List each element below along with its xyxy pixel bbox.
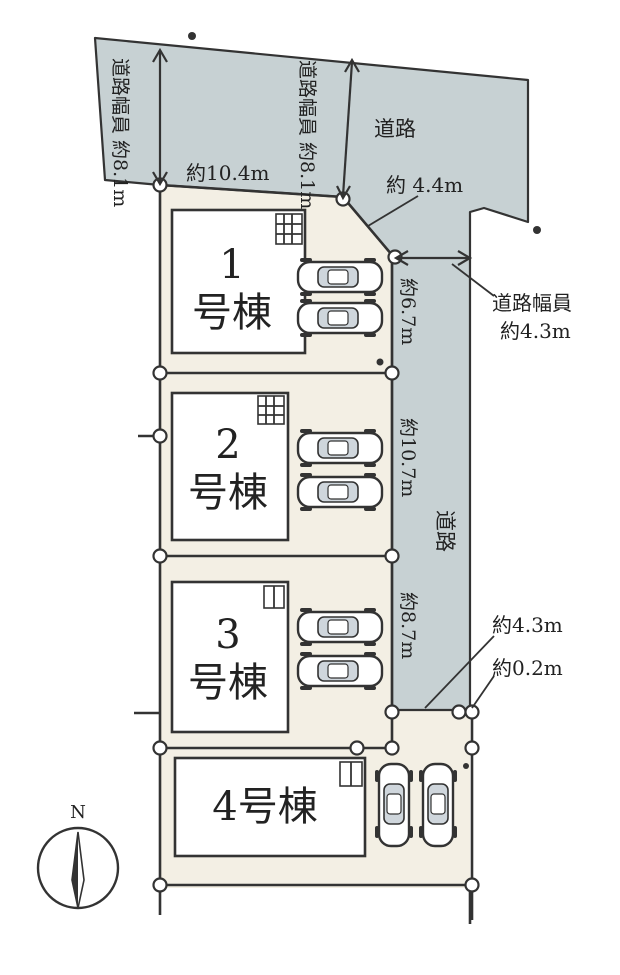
- house-2-number: 2: [215, 422, 240, 468]
- arrow-heads: [336, 57, 360, 201]
- meter-icon: [339, 761, 363, 787]
- north-road-width-right-label: 道路幅員 約8.1m: [296, 60, 318, 209]
- house-2-suffix: 号棟: [188, 470, 268, 516]
- corner-cut-label: 約 4.4m: [386, 173, 463, 197]
- survey-point: [376, 358, 384, 366]
- north-road-label: 道路: [374, 117, 416, 141]
- boundary-marker: [152, 428, 168, 444]
- boundary-marker: [384, 365, 400, 381]
- north-road-width-left-label: 道路幅員 約8.1m: [109, 58, 131, 207]
- boundary-marker: [451, 704, 467, 720]
- survey-point: [463, 763, 469, 769]
- car-icon: [296, 299, 384, 337]
- house-3-suffix: 号棟: [188, 660, 268, 706]
- house-4-label: 4号棟: [212, 784, 317, 830]
- lot2-east-label: 約10.7m: [397, 418, 419, 497]
- car-icon: [296, 652, 384, 690]
- arrow-heads: [393, 250, 473, 266]
- survey-point: [533, 226, 541, 234]
- survey-point: [188, 32, 196, 40]
- boundary-markers: [152, 177, 480, 893]
- house-3: [170, 580, 290, 734]
- car-icon: [296, 473, 384, 511]
- car-icon: [375, 762, 413, 848]
- car-icon: [296, 608, 384, 646]
- meter-icon: [263, 585, 285, 609]
- house-1-suffix: 号棟: [192, 290, 272, 336]
- east-road-width-label-1: 道路幅員: [492, 291, 572, 315]
- north-road-width-arrow-right: [341, 61, 354, 197]
- car-icon: [296, 258, 384, 296]
- boundary-marker: [464, 877, 480, 893]
- boundary-marker: [384, 740, 400, 756]
- car-icon: [419, 762, 457, 848]
- meter-icon: [275, 213, 303, 245]
- corner-cut-leader: [367, 195, 419, 227]
- boundary-marker: [464, 704, 480, 720]
- house-3-number: 3: [215, 612, 240, 658]
- passage-offset-label: 約0.2m: [492, 656, 563, 680]
- parking-spaces: [296, 258, 457, 848]
- passage-offset-leader: [471, 675, 495, 709]
- passage-width-leader: [424, 635, 495, 709]
- east-width-leader: [451, 263, 495, 297]
- boundary-marker: [384, 548, 400, 564]
- house-1-number: 1: [219, 242, 244, 288]
- east-road-label: 道路: [433, 510, 457, 552]
- lot1-east-label: 約6.7m: [397, 278, 419, 345]
- north-frontage-label: 約10.4m: [186, 161, 270, 185]
- arrow-heads: [152, 47, 168, 187]
- house-4: [173, 756, 367, 858]
- compass-north-label: N: [70, 802, 86, 823]
- north-compass: N: [36, 802, 120, 910]
- boundary-marker: [349, 740, 365, 756]
- boundary-marker: [152, 365, 168, 381]
- boundary-marker: [384, 704, 400, 720]
- lot3-east-label: 約8.7m: [397, 592, 419, 659]
- car-icon: [296, 429, 384, 467]
- meter-icon: [257, 395, 285, 425]
- boundary-marker: [464, 740, 480, 756]
- boundary-marker: [152, 548, 168, 564]
- boundary-marker: [152, 877, 168, 893]
- east-road-width-label-2: 約4.3m: [500, 319, 571, 343]
- boundary-marker: [152, 740, 168, 756]
- passage-width-label: 約4.3m: [492, 613, 563, 637]
